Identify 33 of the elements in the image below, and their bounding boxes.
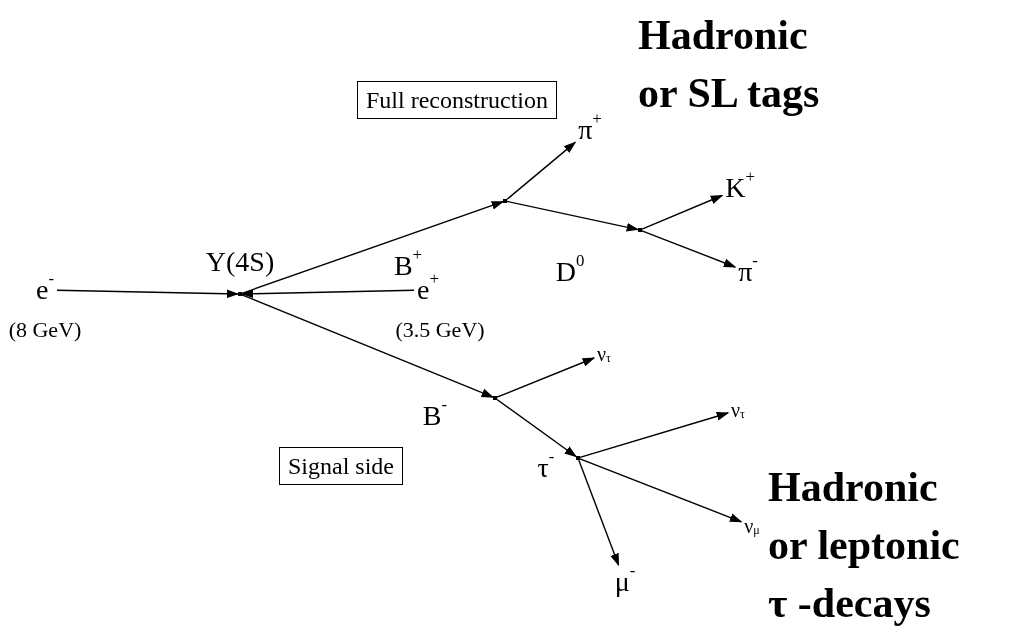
arrow xyxy=(240,289,415,299)
arrow xyxy=(641,194,724,230)
particle-label: e$^{-}$ xyxy=(36,276,54,304)
decay-vertex xyxy=(503,199,507,203)
arrow xyxy=(578,459,620,567)
arrow xyxy=(641,230,737,268)
arrow xyxy=(496,398,577,458)
resonance-label: Y(4S) xyxy=(205,246,275,278)
arrow xyxy=(496,357,596,398)
decay-vertex xyxy=(638,228,642,232)
particle-label: π$^{-}$ xyxy=(738,258,758,286)
annotation-text: Hadronic or SL tags xyxy=(638,11,821,118)
decay-vertex xyxy=(493,396,497,400)
annotation-text: Hadronic or leptonic τ -decays xyxy=(768,463,961,628)
label-box: Signal side xyxy=(279,447,403,485)
arrow xyxy=(579,412,730,459)
energy-label: (8 GeV) xyxy=(8,317,82,343)
arrow xyxy=(579,458,743,523)
decay-vertex xyxy=(576,456,580,460)
arrow xyxy=(56,289,240,299)
decay-vertex xyxy=(238,292,242,296)
arrow xyxy=(241,201,505,294)
arrow xyxy=(506,200,640,232)
particle-label: μ$^{-}$ xyxy=(614,568,636,596)
particle-label: ν$_{τ}$ xyxy=(597,344,611,364)
energy-label: (3.5 GeV) xyxy=(395,317,485,343)
arrow xyxy=(241,294,495,398)
label-box: Full reconstruction xyxy=(357,81,557,119)
particle-label: ν$_{μ}$ xyxy=(744,516,760,536)
particle-label: K$^{+}$ xyxy=(725,174,755,202)
arrow xyxy=(506,141,577,201)
particle-label: ν$_{τ}$ xyxy=(731,400,745,420)
particle-label: π$^{+}$ xyxy=(578,116,602,144)
